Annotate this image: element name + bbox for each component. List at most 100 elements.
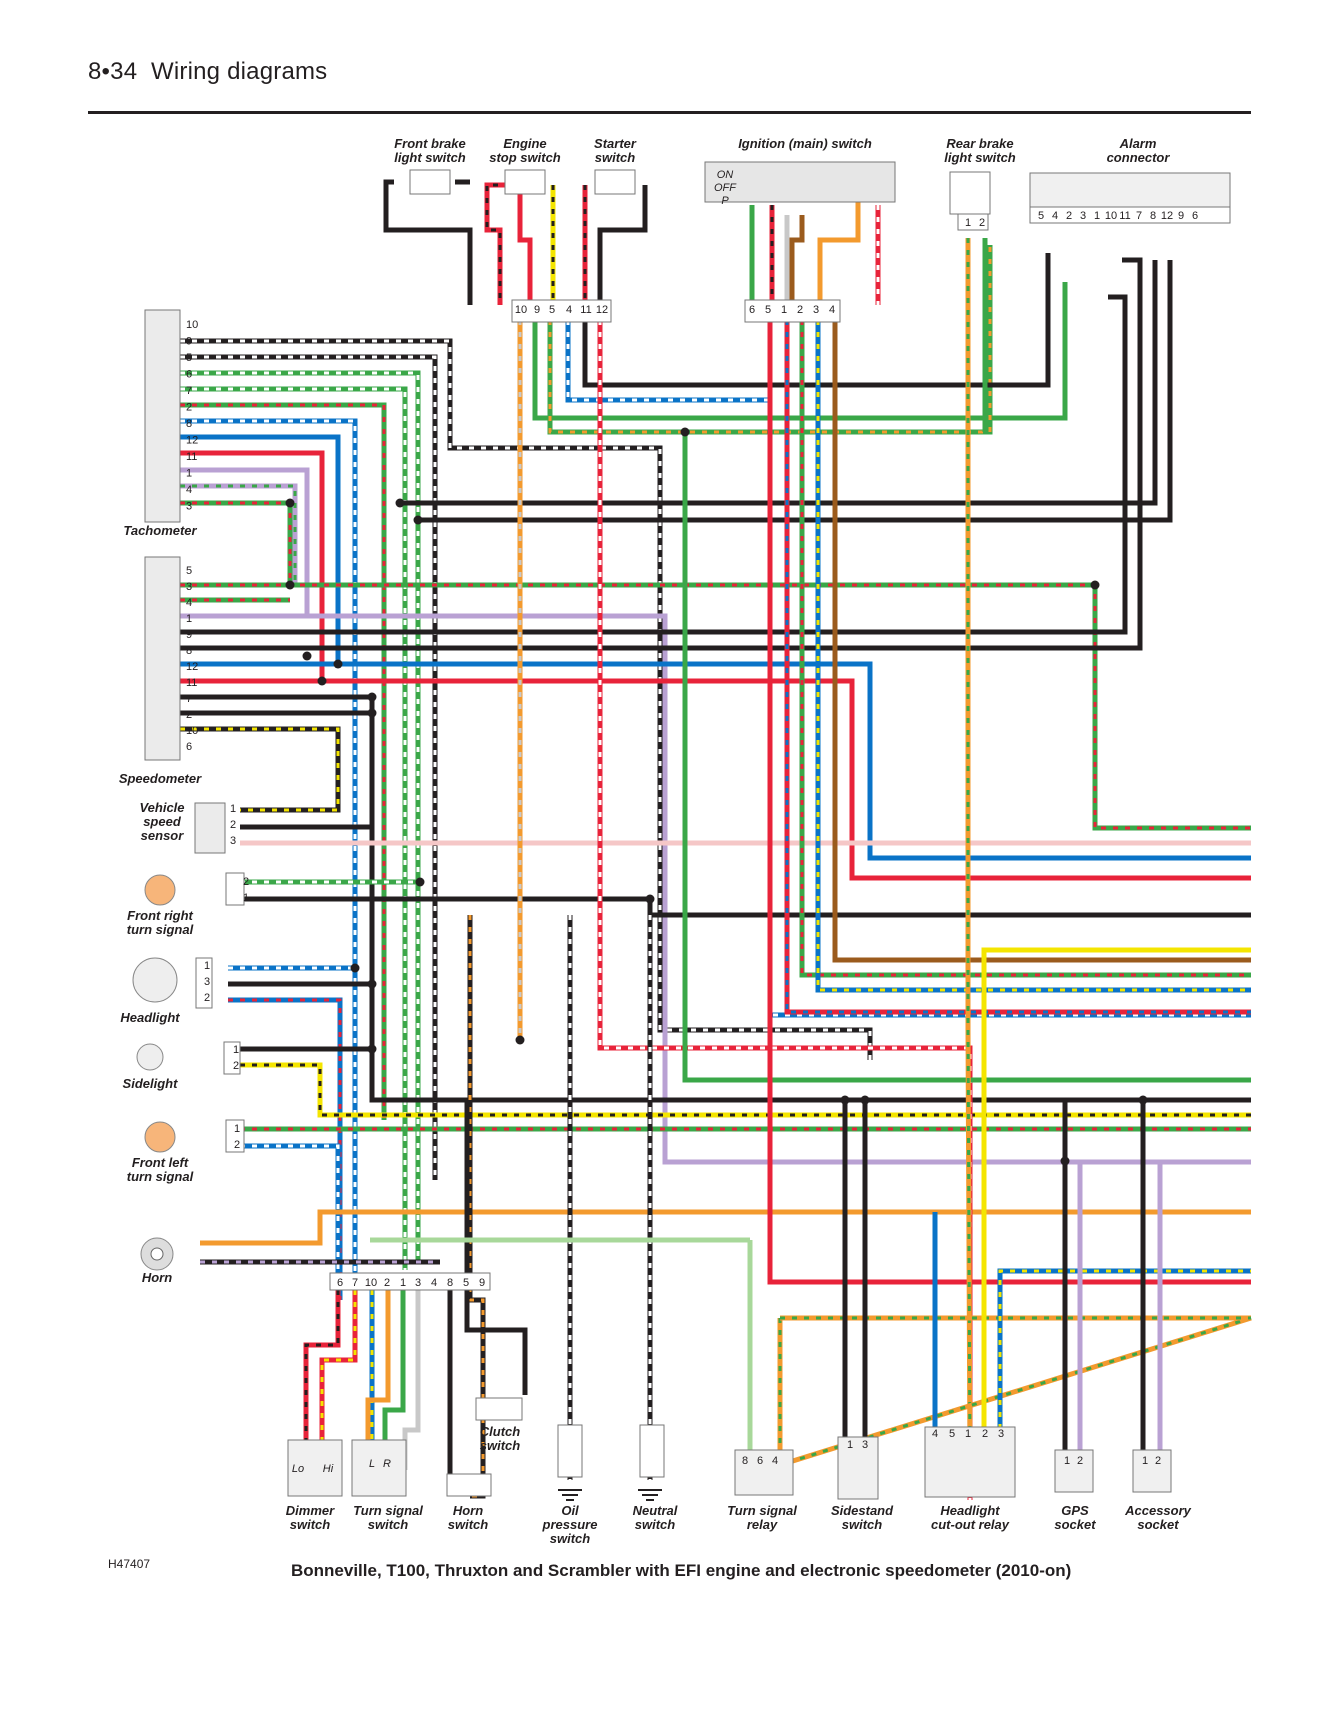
front-right-turn-label: Front right [127,908,193,923]
rear-brake-connector-pin: 1 [965,217,971,229]
speedometer-pin: 1 [186,613,192,625]
engine-stop-wire [517,185,533,305]
alarm-connector-pins [1029,206,1231,224]
alarm-connector-pin: 11 [1119,210,1130,222]
gps-socket-pin: 1 [1064,1455,1070,1467]
vehicle-speed-sensor-label: speed [143,814,182,829]
accessory-socket-pin: 2 [1155,1455,1161,1467]
rear-brake-connector [957,213,989,231]
engine-stop-switch-body [504,169,546,195]
turn-signal-relay-pin: 4 [772,1455,778,1467]
ign-out [784,320,1251,1015]
ignition-connector-pin: 1 [781,304,787,316]
junction-dot [367,1044,377,1054]
speedometer-pin: 4 [186,597,192,609]
accessory-socket-pin: 1 [1142,1455,1148,1467]
vehicle-speed-sensor-pin: 1 [230,803,236,815]
alarm-connector-pin: 1 [1094,210,1100,222]
ignition-connector-pin: 5 [765,304,771,316]
horn-wire [200,1209,1251,1246]
label-layer: 1095672812111435341981211721061232113212… [119,136,1198,1546]
turn-signal-switch-body [351,1439,407,1497]
bottom-handlebar-connector-pin: 3 [415,1277,421,1289]
bottom-handlebar-connector-pin: 8 [447,1277,453,1289]
headlight-cutout-relay-pin: 3 [998,1428,1004,1440]
rear-brake-switch-label: Rear brake [946,136,1013,151]
horn-center [150,1247,164,1261]
dimmer-switch-label: Dimmer [286,1503,335,1518]
ignition-connector-pin: 6 [749,304,755,316]
turn-sw-wire [402,1290,421,1470]
headlight-connector [195,957,213,1009]
engine-stop-wire [484,182,510,305]
starter-switch-body [594,169,636,195]
spd-wire [180,678,1251,881]
header-rule [88,111,1251,114]
junction-dot [1060,1156,1070,1166]
spd-wire [369,697,1251,1103]
accessory-socket-label: socket [1137,1517,1179,1532]
tach-wire [180,370,421,1262]
oil-pressure-switch-label: switch [550,1531,591,1546]
speedometer-pin: 12 [186,661,198,673]
alarm-connector-pin: 7 [1136,210,1142,222]
alarm-connector-pin: 3 [1080,210,1086,222]
junction-dot [515,1035,525,1045]
spd-wire [180,257,1143,651]
dimmer-wire [303,1290,341,1470]
dimmer-wire [319,1290,358,1470]
sidelight-pin: 1 [233,1044,239,1056]
speedometer-pin: 9 [186,629,192,641]
front-left-turn-label: turn signal [127,1169,194,1184]
ign-wire [817,200,861,305]
turn-signal-relay-pin: 6 [757,1455,763,1467]
alarm-connector-pin: 12 [1161,210,1173,222]
junction-dot [645,894,655,904]
oil-pressure-switch-label: pressure [542,1517,598,1532]
ign-out [832,320,1251,963]
top-handlebar-connector-pin: 9 [534,304,540,316]
diagram-caption: Bonneville, T100, Thruxton and Scrambler… [291,1561,1072,1580]
spd-wire [180,726,341,813]
front-left-turn-pin: 2 [234,1139,240,1151]
neutral-switch-label: Neutral [633,1503,678,1518]
junction-dot [285,580,295,590]
bottom-handlebar-connector-pin: 4 [431,1277,437,1289]
vehicle-speed-sensor-pin: 2 [230,819,236,831]
junction-dot [367,692,377,702]
front-brake-switch-label: light switch [394,150,466,165]
clutch-switch-label: switch [480,1438,521,1453]
sidelight-label: Sidelight [123,1076,179,1091]
component-layer [132,161,1231,1501]
bottom-handlebar-connector-pin: 2 [384,1277,390,1289]
ignition-switch-body [704,161,896,203]
front-left-turn-pin: 1 [234,1123,240,1135]
headlight-cutout-relay-pin: 1 [965,1428,971,1440]
bottom-handlebar-connector-pin: 6 [337,1277,343,1289]
speedometer-pin: 5 [186,565,192,577]
headlight-label: Headlight [120,1010,180,1025]
tachometer-pin: 11 [186,451,197,463]
alarm-connector-pin: 4 [1052,210,1058,222]
tachometer-pin: 1 [186,468,192,480]
junction-dot [350,963,360,973]
tachometer-pin: 12 [186,435,198,447]
conn-wire [565,320,1251,1018]
front-right-turn-connector [225,872,245,906]
sidestand-switch-body [837,1436,879,1500]
rear-brake-switch-body [949,171,991,215]
bottom-handlebar-connector-pin: 10 [365,1277,377,1289]
page-ref: 8•34 [88,58,138,85]
top-handlebar-connector-pin: 12 [596,304,608,316]
ignition-position: P [721,195,729,207]
turn-signal-relay-label: Turn signal [727,1503,797,1518]
front-brake-wire [383,179,473,305]
engine-stop-switch-label: Engine [503,136,546,151]
spd-wire [180,661,1251,861]
junction-dot [840,1095,850,1105]
speedometer-pin: 2 [186,709,192,721]
ignition-position: ON [717,169,734,181]
neutral-switch-body [639,1424,665,1478]
spd-wire [180,613,1251,1165]
tach-wire [180,434,341,668]
